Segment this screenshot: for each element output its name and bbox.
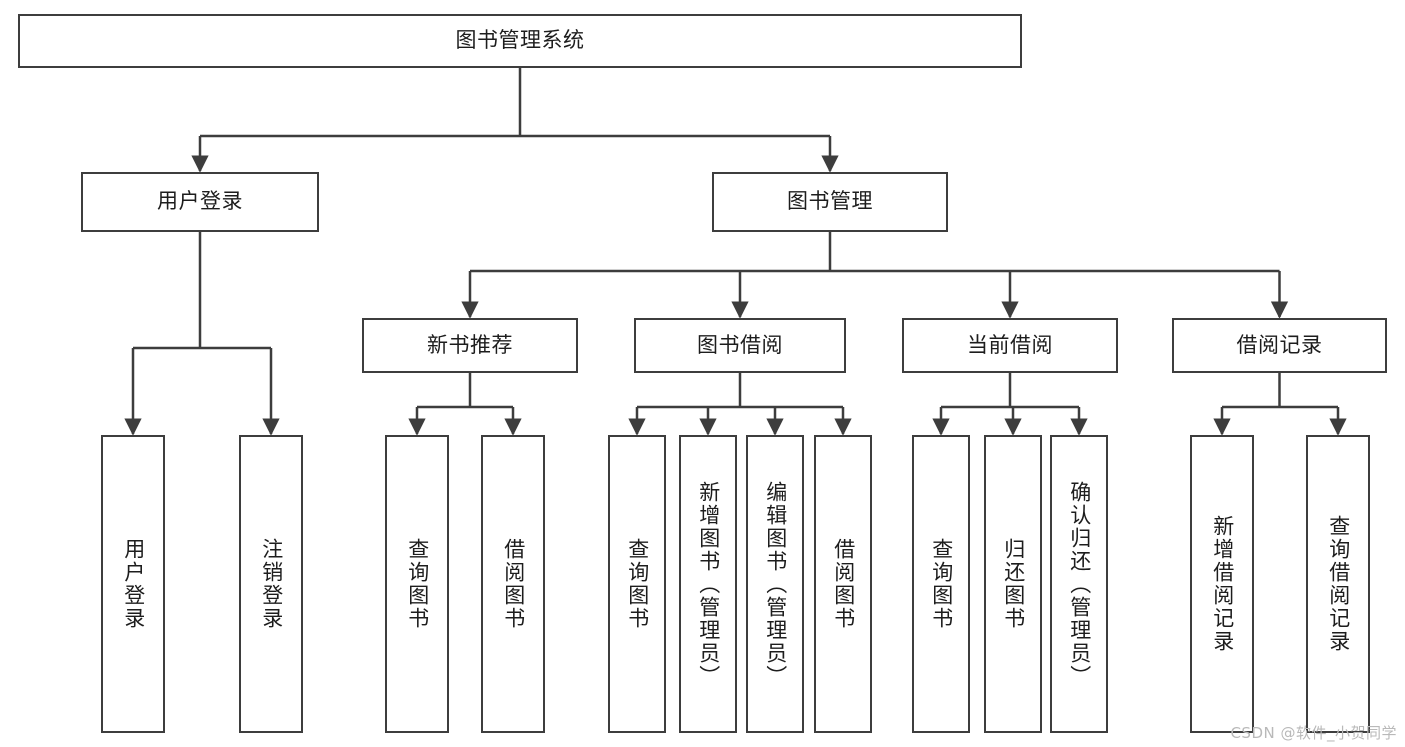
- node-l3_7[interactable]: 借阅图书: [814, 435, 872, 733]
- node-label: 借阅记录: [1236, 332, 1323, 357]
- node-l3_1[interactable]: 注销登录: [239, 435, 303, 733]
- node-label: 查询图书: [625, 538, 650, 630]
- node-l3_0[interactable]: 用户登录: [101, 435, 165, 733]
- node-l3_9[interactable]: 归还图书: [984, 435, 1042, 733]
- node-label: 图书借阅: [697, 332, 783, 357]
- node-label: 图书管理系统: [455, 28, 585, 53]
- node-label: 查询图书: [405, 538, 430, 630]
- node-l1_1[interactable]: 图书管理: [712, 172, 948, 232]
- node-label: 查询借阅记录: [1326, 515, 1351, 653]
- node-l3_3[interactable]: 借阅图书: [481, 435, 545, 733]
- node-label: 新增借阅记录: [1210, 515, 1235, 653]
- node-l3_2[interactable]: 查询图书: [385, 435, 449, 733]
- node-l3_4[interactable]: 查询图书: [608, 435, 666, 733]
- node-label: 注销登录: [259, 538, 284, 630]
- node-l3_6[interactable]: 编辑图书（管理员）: [746, 435, 804, 733]
- node-label: 用户登录: [121, 538, 146, 630]
- node-l2_0[interactable]: 新书推荐: [362, 318, 578, 373]
- node-l3_10[interactable]: 确认归还（管理员）: [1050, 435, 1108, 733]
- node-label: 确认归还（管理员）: [1067, 480, 1092, 688]
- node-l2_2[interactable]: 当前借阅: [902, 318, 1118, 373]
- node-label: 新书推荐: [427, 332, 513, 357]
- node-label: 查询图书: [929, 538, 954, 630]
- node-l3_12[interactable]: 查询借阅记录: [1306, 435, 1370, 733]
- node-label: 借阅图书: [831, 538, 856, 630]
- watermark-label: CSDN @软件_小贺同学: [1230, 724, 1397, 742]
- node-l3_8[interactable]: 查询图书: [912, 435, 970, 733]
- node-l2_3[interactable]: 借阅记录: [1172, 318, 1387, 373]
- node-l3_5[interactable]: 新增图书（管理员）: [679, 435, 737, 733]
- node-label: 当前借阅: [967, 332, 1053, 357]
- node-root[interactable]: 图书管理系统: [18, 14, 1022, 68]
- node-l1_0[interactable]: 用户登录: [81, 172, 319, 232]
- node-l3_11[interactable]: 新增借阅记录: [1190, 435, 1254, 733]
- node-label: 图书管理: [787, 189, 873, 214]
- node-label: 归还图书: [1001, 538, 1026, 630]
- node-label: 新增图书（管理员）: [696, 480, 721, 688]
- node-label: 编辑图书（管理员）: [763, 480, 788, 688]
- node-label: 借阅图书: [501, 538, 526, 630]
- node-label: 用户登录: [157, 189, 243, 214]
- node-l2_1[interactable]: 图书借阅: [634, 318, 846, 373]
